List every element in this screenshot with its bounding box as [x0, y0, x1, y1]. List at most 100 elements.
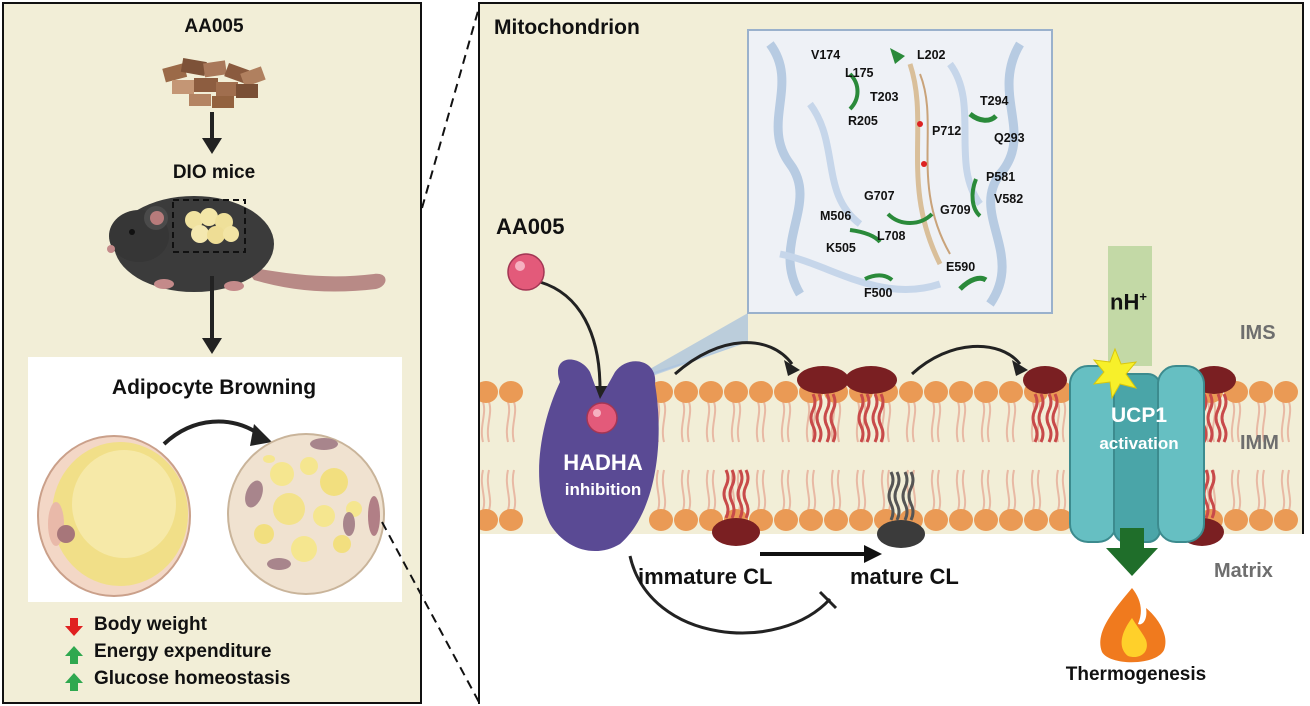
- protein-structure-image: [747, 29, 1053, 314]
- lipid-tail: [680, 469, 686, 511]
- arrow-up-icon: [65, 673, 83, 691]
- cardiolipin-tail: [1214, 393, 1222, 443]
- lipid-tail: [836, 401, 842, 443]
- lipid-tail: [1055, 469, 1061, 511]
- compound-label: AA005: [496, 214, 565, 239]
- lipid-tail: [830, 469, 836, 511]
- lipid-tail: [511, 401, 517, 443]
- lipid-tail: [861, 469, 867, 511]
- lipid-head: [749, 381, 773, 403]
- cardiolipin-tail: [1208, 469, 1216, 519]
- hadha-protein-icon: [539, 359, 659, 552]
- cardiolipin-top-group: [797, 366, 1236, 394]
- lipid-tail: [711, 401, 717, 443]
- lipid-head: [924, 509, 948, 531]
- lipid-head: [974, 509, 998, 531]
- cardiolipin-tail: [1206, 393, 1214, 443]
- lipid-tail: [1255, 401, 1261, 443]
- lipid-tail: [805, 469, 811, 511]
- lipid-tail: [705, 401, 711, 443]
- lipid-head: [799, 509, 823, 531]
- lipid-head: [1274, 381, 1298, 403]
- matrix-region: [480, 534, 1306, 706]
- cardiolipin-tail: [728, 469, 736, 519]
- lipid-tail: [1036, 469, 1042, 511]
- lipid-tail: [736, 401, 742, 443]
- lipid-tail: [486, 469, 492, 511]
- cardiolipin-tail: [809, 393, 817, 443]
- lipid-tail: [486, 401, 492, 443]
- lipid-head: [699, 381, 723, 403]
- residue-label: V582: [994, 192, 1024, 206]
- residue-label: L175: [845, 66, 874, 80]
- lipid-head: [949, 381, 973, 403]
- lipid-head: [949, 509, 973, 531]
- lipid-head: [924, 381, 948, 403]
- right-panel: Mitochondrion AA005 HADHA inhibition imm…: [478, 2, 1306, 706]
- compound-title: AA005: [184, 16, 244, 37]
- lipid-tail: [661, 401, 667, 443]
- mitochondrion-title: Mitochondrion: [494, 16, 640, 39]
- cardiolipin-tail: [1037, 393, 1045, 443]
- cardiolipin-tail: [863, 393, 871, 443]
- lipid-head: [899, 381, 923, 403]
- lipid-tail: [805, 401, 811, 443]
- lipid-tail: [936, 401, 942, 443]
- arrow-down-2: [202, 276, 222, 354]
- lipid-tail: [980, 401, 986, 443]
- lipid-head: [1249, 509, 1273, 531]
- lipid-tail: [480, 469, 486, 511]
- fat-deposit-icon: [185, 208, 239, 244]
- lipid-tail: [1280, 401, 1286, 443]
- proton-text: nH: [1110, 289, 1140, 315]
- lipid-tail: [1255, 469, 1261, 511]
- cardiolipin-tail: [1051, 393, 1059, 443]
- lipid-head: [1049, 509, 1073, 531]
- lipid-head: [774, 509, 798, 531]
- lipid-head: [824, 509, 848, 531]
- lipid-tail: [686, 469, 692, 511]
- proton-charge: +: [1139, 289, 1147, 304]
- lipid-tail: [480, 401, 486, 443]
- residue-label: V174: [811, 48, 841, 62]
- lipid-tail: [836, 469, 842, 511]
- lipid-tail: [1230, 469, 1236, 511]
- left-panel: AA005 DIO mice Adipocyte Browning Body w…: [2, 2, 422, 704]
- white-adipocyte-icon: [37, 435, 191, 597]
- lipid-tail: [761, 469, 767, 511]
- residue-label: E590: [946, 260, 976, 274]
- lipid-head: [999, 509, 1023, 531]
- ucp1-label: UCP1: [1110, 404, 1168, 427]
- lipid-head: [999, 381, 1023, 403]
- cardiolipin-tail: [907, 471, 915, 521]
- lipid-head: [1249, 381, 1273, 403]
- lipid-head: [674, 509, 698, 531]
- residue-label: T203: [870, 90, 899, 104]
- hadha-sublabel: inhibition: [564, 480, 642, 499]
- matrix-label: Matrix: [1214, 560, 1273, 582]
- lipid-tail: [780, 469, 786, 511]
- cardiolipin-tail: [857, 393, 865, 443]
- lipid-tail: [1261, 401, 1267, 443]
- cardiolipin-tail: [1045, 393, 1053, 443]
- residue-label: L708: [877, 229, 906, 243]
- lipid-tail: [705, 469, 711, 511]
- residue-label: K505: [826, 241, 856, 255]
- lipid-head: [499, 509, 523, 531]
- lipid-tail: [1211, 401, 1217, 443]
- lipid-tail: [886, 401, 892, 443]
- lipid-head: [1274, 509, 1298, 531]
- lipid-head: [974, 381, 998, 403]
- residue-label: G707: [864, 189, 895, 203]
- lipid-tail: [505, 401, 511, 443]
- arrow-down-1: [202, 112, 222, 154]
- cardiolipin-tail: [901, 471, 909, 521]
- arrow-down-icon: [65, 618, 83, 636]
- lipid-head: [649, 509, 673, 531]
- residue-label: G709: [940, 203, 971, 217]
- lipid-head: [1224, 509, 1248, 531]
- lipid-head: [1024, 509, 1048, 531]
- lipid-head: [499, 381, 523, 403]
- lipid-tail: [911, 401, 917, 443]
- transfer-arrow-1: [674, 341, 794, 376]
